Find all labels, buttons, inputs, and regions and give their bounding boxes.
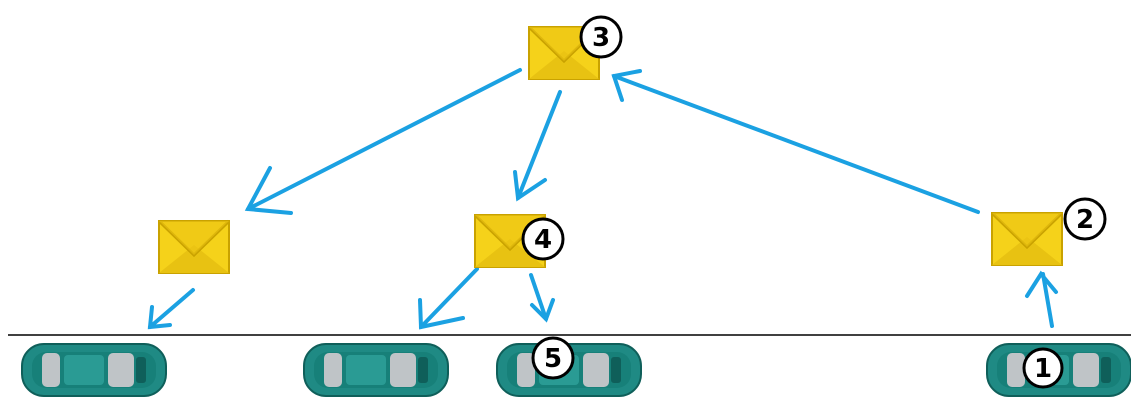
envelope-2-icon [990,211,1064,267]
badge-4-label: 4 [534,225,552,255]
arrow-envelope4-to-car5 [529,273,555,323]
car-left-icon [21,343,167,397]
badge-2: 2 [1063,197,1107,241]
badge-3-label: 3 [592,23,610,53]
arrow-envelope-left-to-car-left [147,288,195,330]
arrow-envelope3-to-envelope-left [244,68,522,215]
envelope-left-icon [157,219,231,275]
arrow-envelope2-to-envelope3 [611,69,980,214]
badge-1: 1 [1022,347,1064,389]
badge-5: 5 [531,336,575,380]
badge-4: 4 [521,217,565,261]
car-middle-icon [303,343,449,397]
badge-2-label: 2 [1076,205,1094,235]
badge-3: 3 [579,15,623,59]
arrows [147,68,1058,330]
arrow-car1-to-envelope2 [1025,270,1058,328]
arrow-envelope4-to-car-middle [418,267,479,330]
arrow-envelope3-to-envelope4 [513,90,562,202]
badge-1-label: 1 [1034,354,1052,384]
badge-5-label: 5 [544,344,562,374]
